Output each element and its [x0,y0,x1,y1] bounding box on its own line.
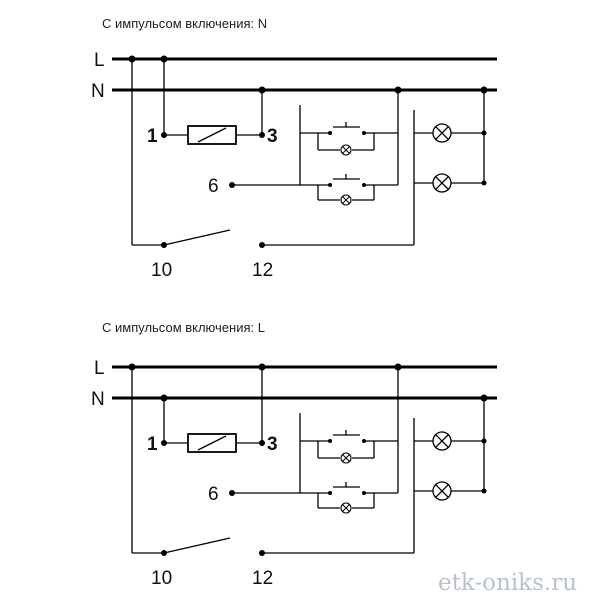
relay-contact [163,229,231,246]
rail-label-n: N [91,81,105,102]
diagram-1: С импульсом включения: N L N 1 3 6 [91,16,497,281]
rail-label-l: L [94,50,105,71]
pushbutton-block [299,86,402,206]
node [258,86,266,94]
terminal-12-label: 12 [252,260,273,281]
terminal-3-label: 3 [267,434,278,455]
terminal-3-label: 3 [267,126,278,147]
node [258,363,266,371]
terminal-6-label: 6 [208,176,219,197]
node [128,363,136,371]
terminal-1-label: 1 [147,126,158,147]
diagram-title: С импульсом включения: N [102,16,267,31]
terminal-12-label: 12 [252,568,273,589]
diagram-title: С импульсом включения: L [102,320,265,335]
node [160,394,168,402]
relay-contact [163,537,231,554]
pushbutton-block [299,363,402,514]
diagram-2: С импульсом включения: L L N 1 3 6 [91,320,497,589]
lamp-block [413,394,488,553]
node [128,55,136,63]
terminal-10-label: 10 [151,568,172,589]
terminal-1-label: 1 [147,434,158,455]
terminal-6-label: 6 [208,484,219,505]
lamp-block [413,86,488,245]
rail-label-n: N [91,389,105,410]
node [160,55,168,63]
watermark: etk-oniks.ru [438,570,577,596]
rail-label-l: L [94,358,105,379]
terminal-10-label: 10 [151,260,172,281]
